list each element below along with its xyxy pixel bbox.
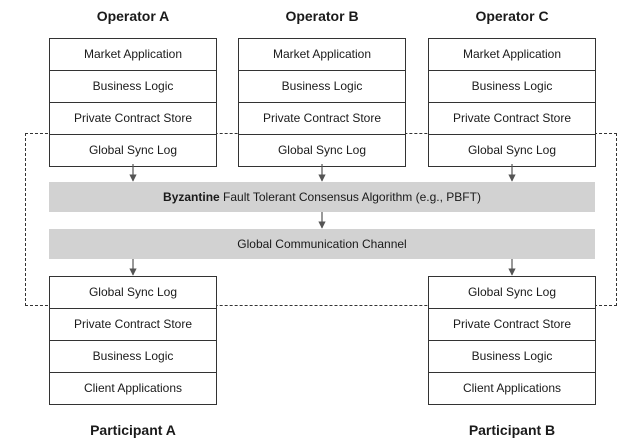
channel-label: Global Communication Channel [237,237,407,251]
participant-b-client-applications: Client Applications [429,372,595,404]
operator-b-business-logic: Business Logic [239,70,405,102]
consensus-bold-label: Byzantine [163,190,220,204]
participant-a-business-logic: Business Logic [50,340,216,372]
participant-b-title: Participant B [468,422,556,438]
operator-c-title: Operator C [475,8,549,24]
operator-c-private-contract-store: Private Contract Store [429,102,595,134]
operator-c-business-logic: Business Logic [429,70,595,102]
participant-b-private-contract-store: Private Contract Store [429,308,595,340]
consensus-algorithm-band: Byzantine Fault Tolerant Consensus Algor… [49,182,595,212]
operator-a-stack: Market Application Business Logic Privat… [49,38,217,167]
participant-b-business-logic: Business Logic [429,340,595,372]
communication-channel-band: Global Communication Channel [49,229,595,259]
operator-a-private-contract-store: Private Contract Store [50,102,216,134]
participant-a-private-contract-store: Private Contract Store [50,308,216,340]
participant-a-global-sync-log: Global Sync Log [88,285,178,299]
operator-a-market-application: Market Application [83,47,183,61]
operator-c-market-application: Market Application [462,47,562,61]
operator-b-stack: Market Application Business Logic Privat… [238,38,406,167]
participant-a-stack: Global Sync Log Private Contract Store B… [49,276,217,405]
operator-b-private-contract-store: Private Contract Store [239,102,405,134]
operator-a-title: Operator A [96,8,170,24]
operator-a-business-logic: Business Logic [50,70,216,102]
operator-c-stack: Market Application Business Logic Privat… [428,38,596,167]
participant-a-title: Participant A [90,422,176,438]
operator-c-global-sync-log: Global Sync Log [429,134,595,166]
operator-b-market-application: Market Application [272,47,372,61]
participant-a-client-applications: Client Applications [50,372,216,404]
operator-a-global-sync-log: Global Sync Log [50,134,216,166]
operator-b-title: Operator B [285,8,359,24]
consensus-label: Fault Tolerant Consensus Algorithm (e.g.… [219,190,481,204]
participant-b-global-sync-log: Global Sync Log [467,285,557,299]
operator-b-global-sync-log: Global Sync Log [239,134,405,166]
participant-b-stack: Global Sync Log Private Contract Store B… [428,276,596,405]
